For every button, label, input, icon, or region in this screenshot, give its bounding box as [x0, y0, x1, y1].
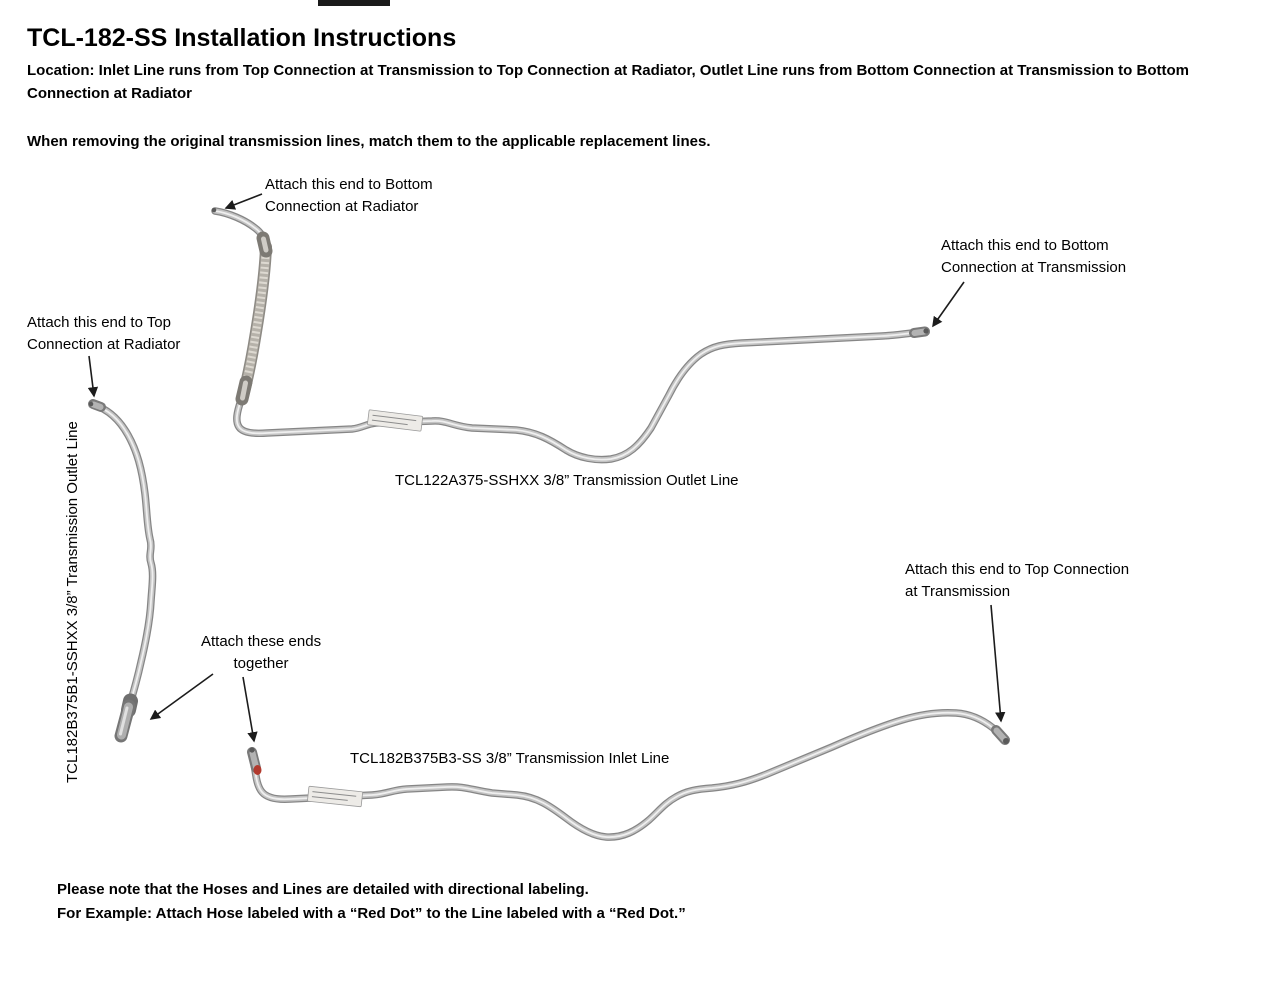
outlet-hose-radiator-end	[88, 399, 106, 412]
inlet-line-transmission-end-fitting	[991, 725, 1010, 745]
callout-top-transmission: Attach this end to Top Connection at Tra…	[905, 561, 1130, 600]
callout-ends-together: Attach these ends together	[201, 633, 322, 672]
outlet-line-tag	[367, 409, 424, 432]
arrow-to-line-coupling-end	[242, 676, 258, 743]
callout-top-radiator: Attach this end to Top Connection at Rad…	[27, 314, 181, 353]
outlet-line-radiator-end-tip	[211, 207, 217, 213]
location-text: Location: Inlet Line runs from Top Conne…	[27, 62, 1189, 102]
outlet-line-transmission-end-fitting	[909, 326, 930, 338]
callout-bottom-radiator: Attach this end to Bottom Connection at …	[265, 176, 433, 215]
arrow-to-radiator-top-end	[87, 355, 99, 398]
footer-note-directional-labeling: Please note that the Hoses and Lines are…	[57, 881, 589, 898]
label-outlet-hose-part-number: TCL182B375B1-SSHXX 3/8” Transmission Out…	[64, 421, 81, 783]
arrow-to-transmission-top-end	[990, 604, 1006, 723]
arrow-to-hose-coupling-end	[149, 673, 214, 720]
scan-crop-artifact	[318, 0, 390, 6]
page-title: TCL-182-SS Installation Instructions	[27, 24, 457, 52]
label-inlet-line-part-number: TCL182B375B3-SS 3/8” Transmission Inlet …	[350, 750, 670, 767]
footer-notes: Please note that the Hoses and Lines are…	[57, 878, 686, 925]
arrow-to-transmission-bottom-end	[932, 281, 965, 328]
inlet-line-tube	[254, 713, 1003, 837]
callout-bottom-transmission: Attach this end to Bottom Connection at …	[941, 237, 1127, 276]
arrow-to-radiator-bottom-end	[224, 193, 263, 210]
inlet-line-hose-end-fitting	[247, 747, 262, 775]
label-outlet-line-part-number: TCL122A375-SSHXX 3/8” Transmission Outle…	[395, 472, 739, 489]
footer-note-red-dot-example: For Example: Attach Hose labeled with a …	[57, 904, 686, 922]
match-note-text: When removing the original transmission …	[27, 133, 711, 150]
outlet-line-tube	[215, 211, 921, 460]
outlet-hose-tube	[94, 405, 153, 707]
red-dot-marker	[253, 765, 262, 775]
callout-arrows	[87, 193, 1006, 743]
inlet-line-tag	[307, 785, 363, 808]
outlet-hose-end-fitting	[114, 693, 138, 743]
outlet-hose-braided-section	[235, 231, 273, 406]
